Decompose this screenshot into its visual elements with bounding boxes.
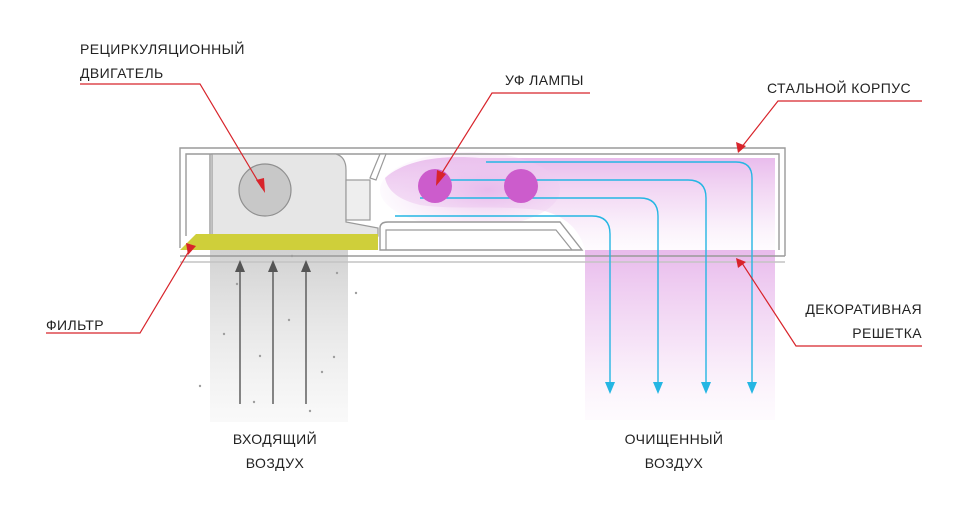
motor-rotor xyxy=(238,163,292,217)
leader-lines xyxy=(46,83,922,347)
leader-grille xyxy=(739,259,922,347)
label-recirculation-motor: РЕЦИРКУЛЯЦИОННЫЙ ДВИГАТЕЛЬ xyxy=(80,37,245,85)
dust-particles xyxy=(198,254,358,413)
label-line: ВХОДЯЩИЙ xyxy=(232,431,318,447)
uv-lamp xyxy=(504,169,538,203)
label-steel-housing: СТАЛЬНОЙ КОРПУС xyxy=(767,80,911,96)
label-line: РЕЦИРКУЛЯЦИОННЫЙ xyxy=(80,41,245,57)
label-uv-lamps: УФ ЛАМПЫ xyxy=(505,72,584,88)
leader-filter xyxy=(46,245,193,334)
label-decorative-grille: ДЕКОРАТИВНАЯ РЕШЕТКА xyxy=(770,297,922,345)
steel-housing xyxy=(179,147,786,263)
label-line: ДЕКОРАТИВНАЯ xyxy=(805,301,922,317)
leader-housing xyxy=(740,100,922,149)
label-line: ДВИГАТЕЛЬ xyxy=(80,65,164,81)
label-purified-air: ОЧИЩЕННЫЙ ВОЗДУХ xyxy=(599,427,749,475)
label-incoming-air: ВХОДЯЩИЙ ВОЗДУХ xyxy=(205,427,345,475)
purified-air-flow xyxy=(395,161,753,384)
label-line: ВОЗДУХ xyxy=(644,455,704,471)
motor-outlet xyxy=(345,179,371,221)
label-line: ОЧИЩЕННЫЙ xyxy=(624,431,724,447)
leader-arrowheads xyxy=(186,142,746,268)
filter xyxy=(180,234,378,250)
intake-air-zone xyxy=(210,250,348,422)
label-line: ВОЗДУХ xyxy=(245,455,305,471)
label-filter: ФИЛЬТР xyxy=(46,317,104,333)
purified-air-arrowheads xyxy=(605,382,757,394)
purified-air-zone xyxy=(585,250,775,420)
leader-uv xyxy=(439,92,590,177)
internal-duct xyxy=(379,221,584,251)
leader-motor xyxy=(80,83,263,189)
motor-baffle xyxy=(369,153,387,181)
uv-lamp xyxy=(418,169,452,203)
intake-arrows xyxy=(235,260,311,404)
label-line: РЕШЕТКА xyxy=(852,325,922,341)
